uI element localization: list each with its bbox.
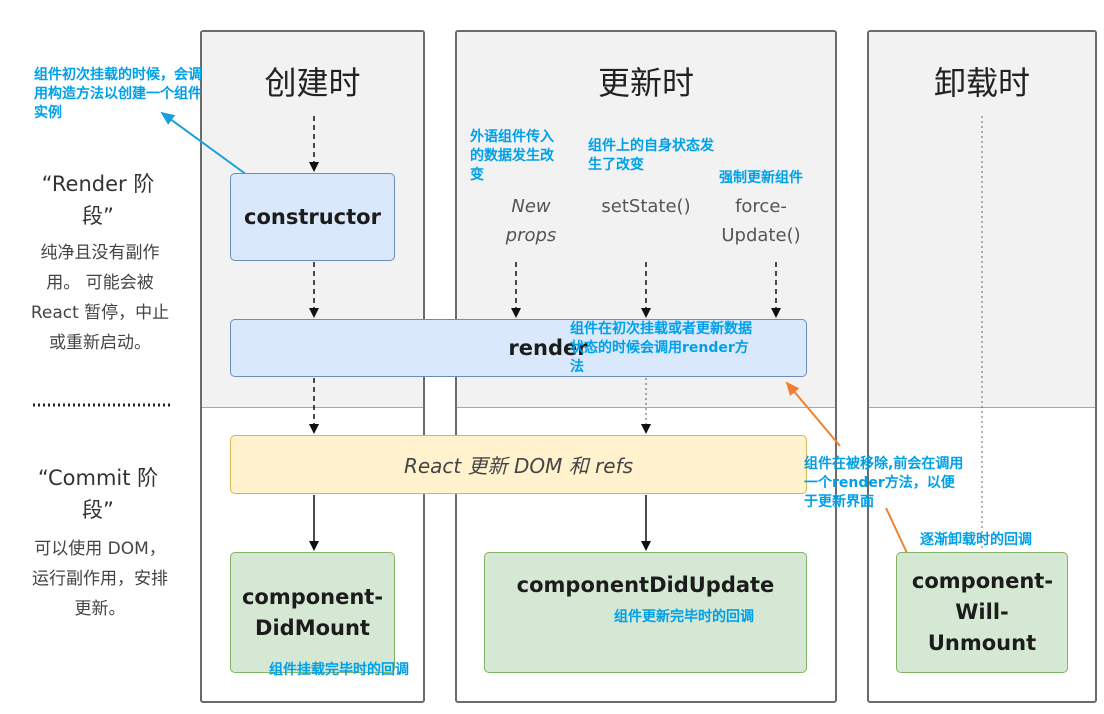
componentwillunmount-box: component-Will-Unmount [896, 552, 1068, 673]
forceupdate-trigger: force-Update() [721, 196, 801, 246]
render-stage-description: 纯净且没有副作用。 可能会被 React 暂停，中止或重新启动。 [30, 243, 170, 353]
create-column-title: 创建时 [264, 64, 361, 102]
commit-stage-title: “Commit 阶段” [37, 466, 159, 522]
setstate-note: 组件上的自身状态发生了改变 [588, 138, 714, 173]
render-stage-title: “Render 阶段” [41, 172, 155, 228]
unmount-render-note-arrow [785, 381, 841, 447]
forceupdate-note: 强制更新组件 [719, 170, 803, 186]
unmount-column-title: 卸载时 [933, 64, 1030, 102]
didupdate-note: 组件更新完毕时的回调 [614, 609, 754, 625]
new-props-note: 外语组件传入的数据发生改变 [470, 129, 554, 183]
render-box: render [230, 319, 807, 377]
didmount-note: 组件挂载完毕时的回调 [269, 662, 409, 678]
constructor-note-arrow [160, 111, 259, 184]
update-column-title: 更新时 [597, 64, 694, 102]
new-props-trigger: New props [505, 196, 557, 246]
setstate-trigger: setState() [601, 196, 691, 217]
react-update-dom-box: React 更新 DOM 和 refs [230, 435, 807, 494]
componentdidupdate-box: componentDidUpdate [484, 552, 807, 673]
constructor-box: constructor [230, 173, 395, 261]
componentdidmount-box: component-DidMount [230, 552, 395, 673]
constructor-note: 组件初次挂载的时候，会调用构造方法以创建一个组件实例 [34, 67, 202, 121]
render-note: 组件在初次挂载或者更新数据状态的时候会调用render方法 [570, 321, 752, 375]
unmount-render-note: 组件在被移除,前会在调用一个render方法，以便于更新界面 [804, 456, 964, 510]
unmount-note: 逐渐卸载时的回调 [920, 532, 1032, 548]
commit-stage-description: 可以使用 DOM，运行副作用，安排更新。 [32, 539, 168, 619]
